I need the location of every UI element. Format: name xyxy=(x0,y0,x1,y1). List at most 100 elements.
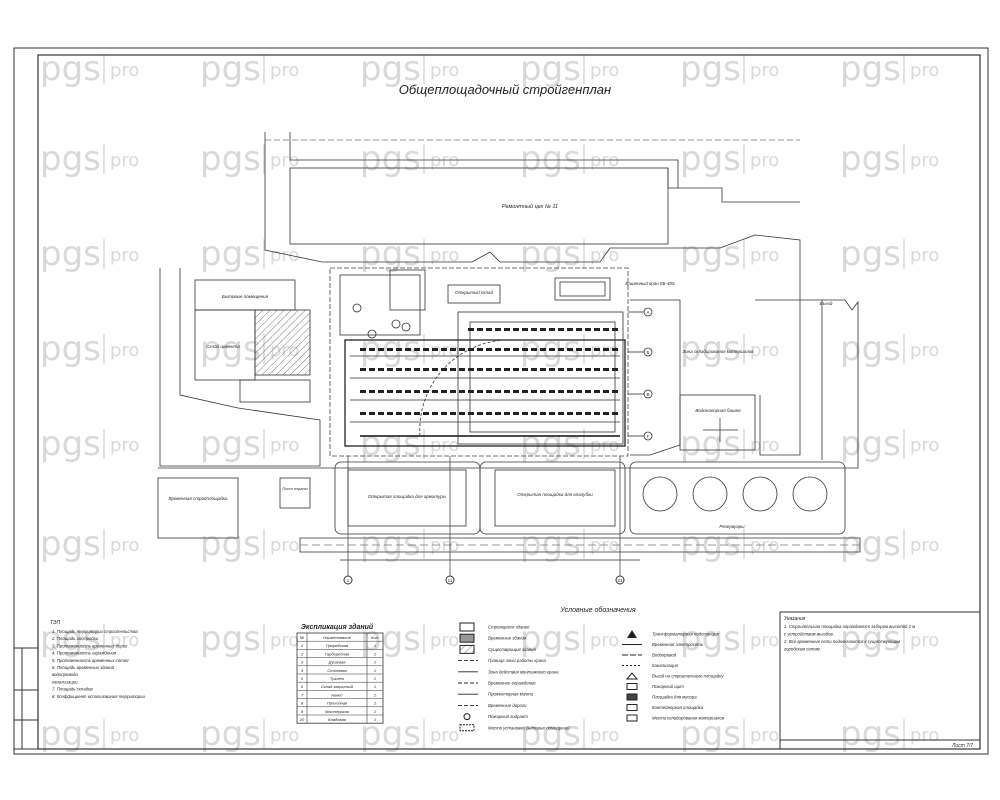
legend-title: Условные обозначения xyxy=(559,606,636,614)
column-mark xyxy=(513,348,519,351)
column-mark xyxy=(378,368,384,371)
axis-label: 11 xyxy=(448,578,453,583)
watermark-suffix: pro xyxy=(270,245,299,266)
table-cell: Туалет xyxy=(330,676,345,681)
tank-group xyxy=(642,476,828,512)
watermark-brand: pgs xyxy=(40,139,101,179)
table-cell: 10 xyxy=(300,717,305,722)
watermark-suffix: pro xyxy=(910,60,939,81)
watermark-suffix: pro xyxy=(430,630,459,651)
legend-label: Временные здания xyxy=(488,636,527,641)
column-mark xyxy=(414,412,420,415)
watermark-brand: pgs xyxy=(40,329,101,369)
crane-radius xyxy=(419,339,506,437)
column-mark xyxy=(423,368,429,371)
watermark-suffix: pro xyxy=(910,150,939,171)
watermark-brand: pgs xyxy=(360,234,421,274)
watermark-suffix: pro xyxy=(110,150,139,171)
column-mark xyxy=(576,368,582,371)
remarks-line: с устройством въездов. xyxy=(784,632,834,637)
legend-label: Существующие здания xyxy=(488,647,537,652)
column-mark xyxy=(576,328,582,331)
legend-symbol xyxy=(459,724,475,732)
column-mark xyxy=(549,412,555,415)
table-cell: 8 xyxy=(301,701,304,706)
notes-line: 4. Протяженность ограждения xyxy=(52,651,117,656)
watermark-brand: pgs xyxy=(680,714,741,754)
watermark-brand: pgs xyxy=(680,524,741,564)
column-mark xyxy=(594,348,600,351)
column-mark xyxy=(594,328,600,331)
outer-frame xyxy=(13,47,989,755)
column-mark xyxy=(504,412,510,415)
table-cell: Душевая xyxy=(328,660,347,665)
legend-symbol xyxy=(626,693,638,701)
watermark-suffix: pro xyxy=(750,340,779,361)
watermark-suffix: pro xyxy=(270,630,299,651)
column-mark xyxy=(459,390,465,393)
tank xyxy=(642,476,678,512)
watermark-suffix: pro xyxy=(590,150,619,171)
label-lower-box-1: Временная стройплощадка xyxy=(168,495,228,501)
watermark-suffix: pro xyxy=(110,340,139,361)
column-mark xyxy=(486,348,492,351)
right-box xyxy=(679,394,756,451)
column-mark xyxy=(558,412,564,415)
watermark-suffix: pro xyxy=(750,725,779,746)
column-mark xyxy=(360,368,366,371)
remarks-line: городским сетям. xyxy=(784,647,821,652)
watermark-suffix: pro xyxy=(430,245,459,266)
legend-item: Временная электросеть xyxy=(622,642,704,647)
column-mark xyxy=(477,390,483,393)
table-cell: 1 xyxy=(374,668,376,673)
legend-item: Места складирования материалов xyxy=(626,714,725,722)
table-cell: Склад закрытый xyxy=(321,684,354,689)
column-mark xyxy=(441,368,447,371)
watermark-brand: pgs xyxy=(360,139,421,179)
watermark-suffix: pro xyxy=(590,725,619,746)
column-mark xyxy=(612,368,618,371)
table-cell: 4 xyxy=(301,668,304,673)
watermark-suffix: pro xyxy=(430,535,459,556)
column-mark xyxy=(423,348,429,351)
column-mark xyxy=(531,412,537,415)
column-mark xyxy=(585,348,591,351)
column-mark xyxy=(522,368,528,371)
watermark-brand: pgs xyxy=(40,714,101,754)
legend-symbol xyxy=(459,633,475,643)
column-mark xyxy=(558,348,564,351)
watermark-suffix: pro xyxy=(270,535,299,556)
watermark-brand: pgs xyxy=(360,714,421,754)
column-mark xyxy=(540,328,546,331)
column-mark xyxy=(378,390,384,393)
column-mark xyxy=(585,412,591,415)
watermark-suffix: pro xyxy=(270,60,299,81)
column-mark xyxy=(495,390,501,393)
watermark-brand: pgs xyxy=(680,49,741,89)
column-mark xyxy=(441,348,447,351)
column-mark xyxy=(396,368,402,371)
column-mark xyxy=(486,368,492,371)
watermark-brand: pgs xyxy=(520,234,581,274)
column-mark xyxy=(594,390,600,393)
watermark-brand: pgs xyxy=(520,619,581,659)
watermark-suffix: pro xyxy=(750,435,779,456)
notes-line: 6. Площадь временных зданий xyxy=(52,665,115,670)
column-mark xyxy=(369,412,375,415)
column-mark xyxy=(432,368,438,371)
column-mark xyxy=(477,412,483,415)
watermark-brand: pgs xyxy=(840,139,901,179)
notes-title: ТЭП xyxy=(50,620,60,626)
legend-item: Прожекторная мачта xyxy=(458,692,534,697)
watermark-brand: pgs xyxy=(840,234,901,274)
warehouse-box xyxy=(447,284,501,304)
table-cell: 6 xyxy=(301,684,304,689)
legend-label: Место установки бытовых помещений xyxy=(488,725,570,730)
column-mark xyxy=(612,412,618,415)
column-mark xyxy=(468,348,474,351)
legend-label: Контейнерная площадка xyxy=(652,705,704,710)
column-mark xyxy=(396,348,402,351)
watermark-brand: pgs xyxy=(840,524,901,564)
column-mark xyxy=(594,368,600,371)
